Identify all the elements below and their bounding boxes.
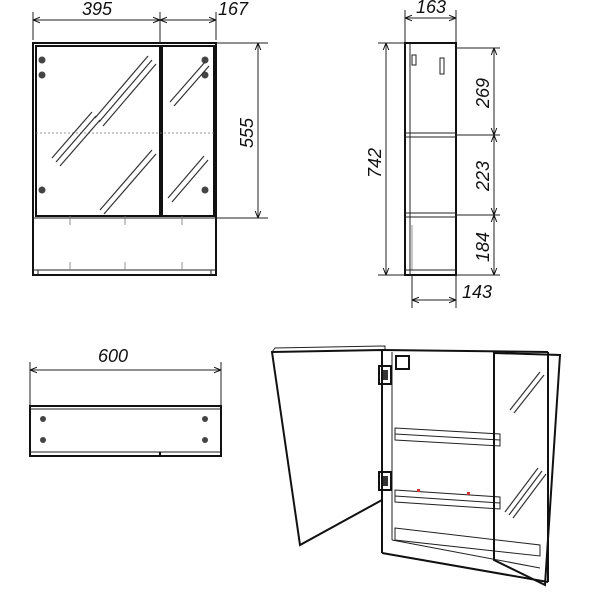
hinge-icon [201, 186, 209, 194]
dim-front-right-width: 167 [218, 0, 249, 19]
mirror-reflection-right [167, 61, 210, 203]
hinge-icon [40, 437, 46, 443]
mirror-reflection-left [51, 55, 157, 215]
left-mirror-door [35, 45, 161, 217]
dim-total-height: 742 [365, 148, 385, 178]
shelf-bottom [394, 527, 541, 557]
top-cabinet-outline [29, 405, 222, 457]
open-door-panel [270, 348, 383, 547]
hinge-icon [378, 471, 392, 491]
side-cabinet-outline [404, 42, 457, 276]
hinge-icon [378, 365, 392, 385]
dim-shelf-lower: 184 [473, 232, 493, 262]
hinge-icon [38, 186, 46, 194]
shelf-lower [394, 489, 501, 510]
shelf-upper [394, 427, 501, 447]
closed-mirror-door [493, 351, 562, 587]
dim-front-left-width: 395 [82, 0, 113, 19]
front-cabinet-outline [32, 42, 217, 276]
isometric-view [270, 345, 562, 587]
dim-side-depth: 163 [416, 0, 446, 17]
dim-shelf-middle: 223 [473, 161, 493, 192]
hinge-icon [202, 437, 208, 443]
dim-mirror-height: 555 [237, 117, 257, 148]
side-view: 163 742 269 223 184 143 [365, 0, 500, 308]
hinge-icon [202, 416, 208, 422]
hinge-icon [38, 71, 46, 79]
right-mirror-door [161, 45, 215, 217]
mirror-reflection-iso [504, 371, 547, 519]
dim-shelf-upper: 269 [473, 78, 493, 109]
dim-bottom-depth: 143 [462, 282, 492, 302]
front-view: 395 167 555 [32, 0, 268, 276]
dim-total-width: 600 [98, 346, 128, 366]
hinge-icon [201, 56, 209, 64]
top-view: 600 [29, 346, 222, 457]
hinge-icon [38, 56, 46, 64]
hinge-icon [40, 416, 46, 422]
